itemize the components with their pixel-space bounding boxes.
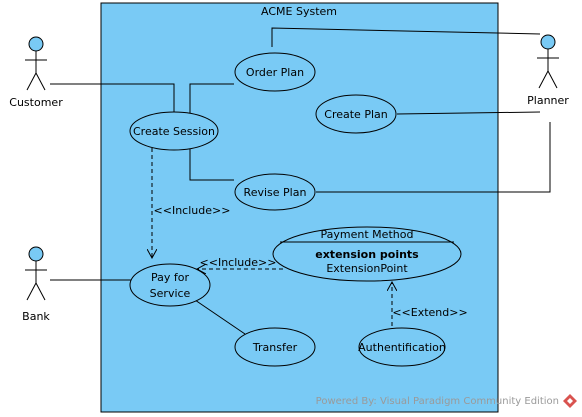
svg-text:Authentification: Authentification [358,341,446,354]
visual-paradigm-logo-icon [563,394,577,408]
svg-text:Service: Service [150,287,191,300]
svg-text:Revise Plan: Revise Plan [244,186,307,199]
use-case-transfer[interactable]: Transfer [234,327,316,367]
svg-text:Pay for: Pay for [151,271,189,284]
assoc-create-session-order-plan [189,83,234,115]
include-label-1: <<Include>> [154,204,231,217]
use-case-revise-plan[interactable]: Revise Plan [234,173,316,211]
use-case-create-plan[interactable]: Create Plan [315,94,397,134]
assoc-create-session-revise-plan [189,146,234,181]
use-case-authentification[interactable]: Authentification [358,327,446,367]
extension-points-header: extension points [315,248,419,261]
svg-text:Transfer: Transfer [252,341,298,354]
actor-customer[interactable]: Customer [9,36,63,109]
include-label-2: <<Include>> [200,256,277,269]
use-case-pay-for-service[interactable]: Pay for Service [129,263,211,307]
assoc-create-plan-planner [396,111,541,115]
association-lines [50,27,551,335]
svg-text:Create Plan: Create Plan [324,108,387,121]
svg-text:Create Session: Create Session [133,125,215,138]
assoc-order-plan-planner [271,27,541,47]
use-case-order-plan[interactable]: Order Plan [234,52,316,92]
extend-label: <<Extend>> [392,306,467,319]
actor-bank[interactable]: Bank [22,246,50,323]
actor-customer-label: Customer [9,96,63,109]
actor-bank-label: Bank [22,310,50,323]
assoc-revise-plan-planner [316,122,551,193]
extension-point: ExtensionPoint [326,262,408,275]
use-case-payment-method[interactable]: Payment Method extension points Extensio… [272,226,462,282]
assoc-customer-create-session [50,83,175,114]
use-case-create-session[interactable]: Create Session [129,111,219,151]
system-title: ACME System [261,5,337,18]
svg-text:Order Plan: Order Plan [246,66,304,79]
assoc-pay-transfer [194,299,246,335]
actor-planner[interactable]: Planner [527,34,569,107]
payment-method-title: Payment Method [321,228,414,241]
watermark-text: Powered By: Visual Paradigm Community Ed… [316,396,559,407]
actor-planner-label: Planner [527,94,569,107]
